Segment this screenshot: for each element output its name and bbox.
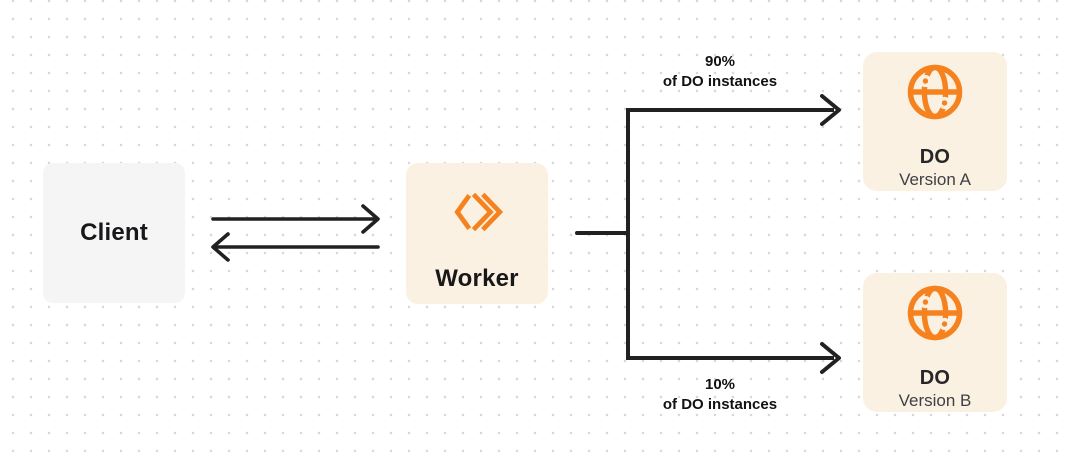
split-top-caption: of DO instances — [662, 73, 778, 90]
do-version-a-title: DO — [919, 146, 951, 168]
cloudflare-workers-icon — [448, 183, 506, 246]
arrowhead-to-do-b — [820, 342, 841, 374]
do-version-a-subtitle: Version A — [899, 170, 971, 189]
do-version-b-node: DO Version B — [863, 273, 1007, 412]
worker-node: Worker — [406, 163, 548, 304]
do-version-a-node: DO Version A — [863, 52, 1007, 191]
do-version-b-subtitle: Version B — [898, 391, 972, 410]
arrowhead-to-do-a — [820, 94, 841, 126]
do-version-b-title: DO — [919, 367, 951, 389]
durable-object-globe-icon — [904, 61, 966, 128]
split-top-label: 90% of DO instances — [620, 52, 820, 92]
split-bottom-caption: of DO instances — [662, 396, 778, 413]
durable-object-globe-icon — [904, 282, 966, 349]
branch-trunk — [626, 108, 834, 360]
split-bottom-label: 10% of DO instances — [620, 375, 820, 415]
client-node: Client — [43, 163, 185, 303]
arrow-worker-to-client — [211, 232, 380, 262]
split-bottom-percent: 10% — [704, 376, 736, 393]
worker-label: Worker — [435, 265, 519, 292]
arrow-client-to-worker — [211, 204, 380, 234]
split-top-percent: 90% — [704, 53, 736, 70]
client-label: Client — [80, 219, 148, 246]
